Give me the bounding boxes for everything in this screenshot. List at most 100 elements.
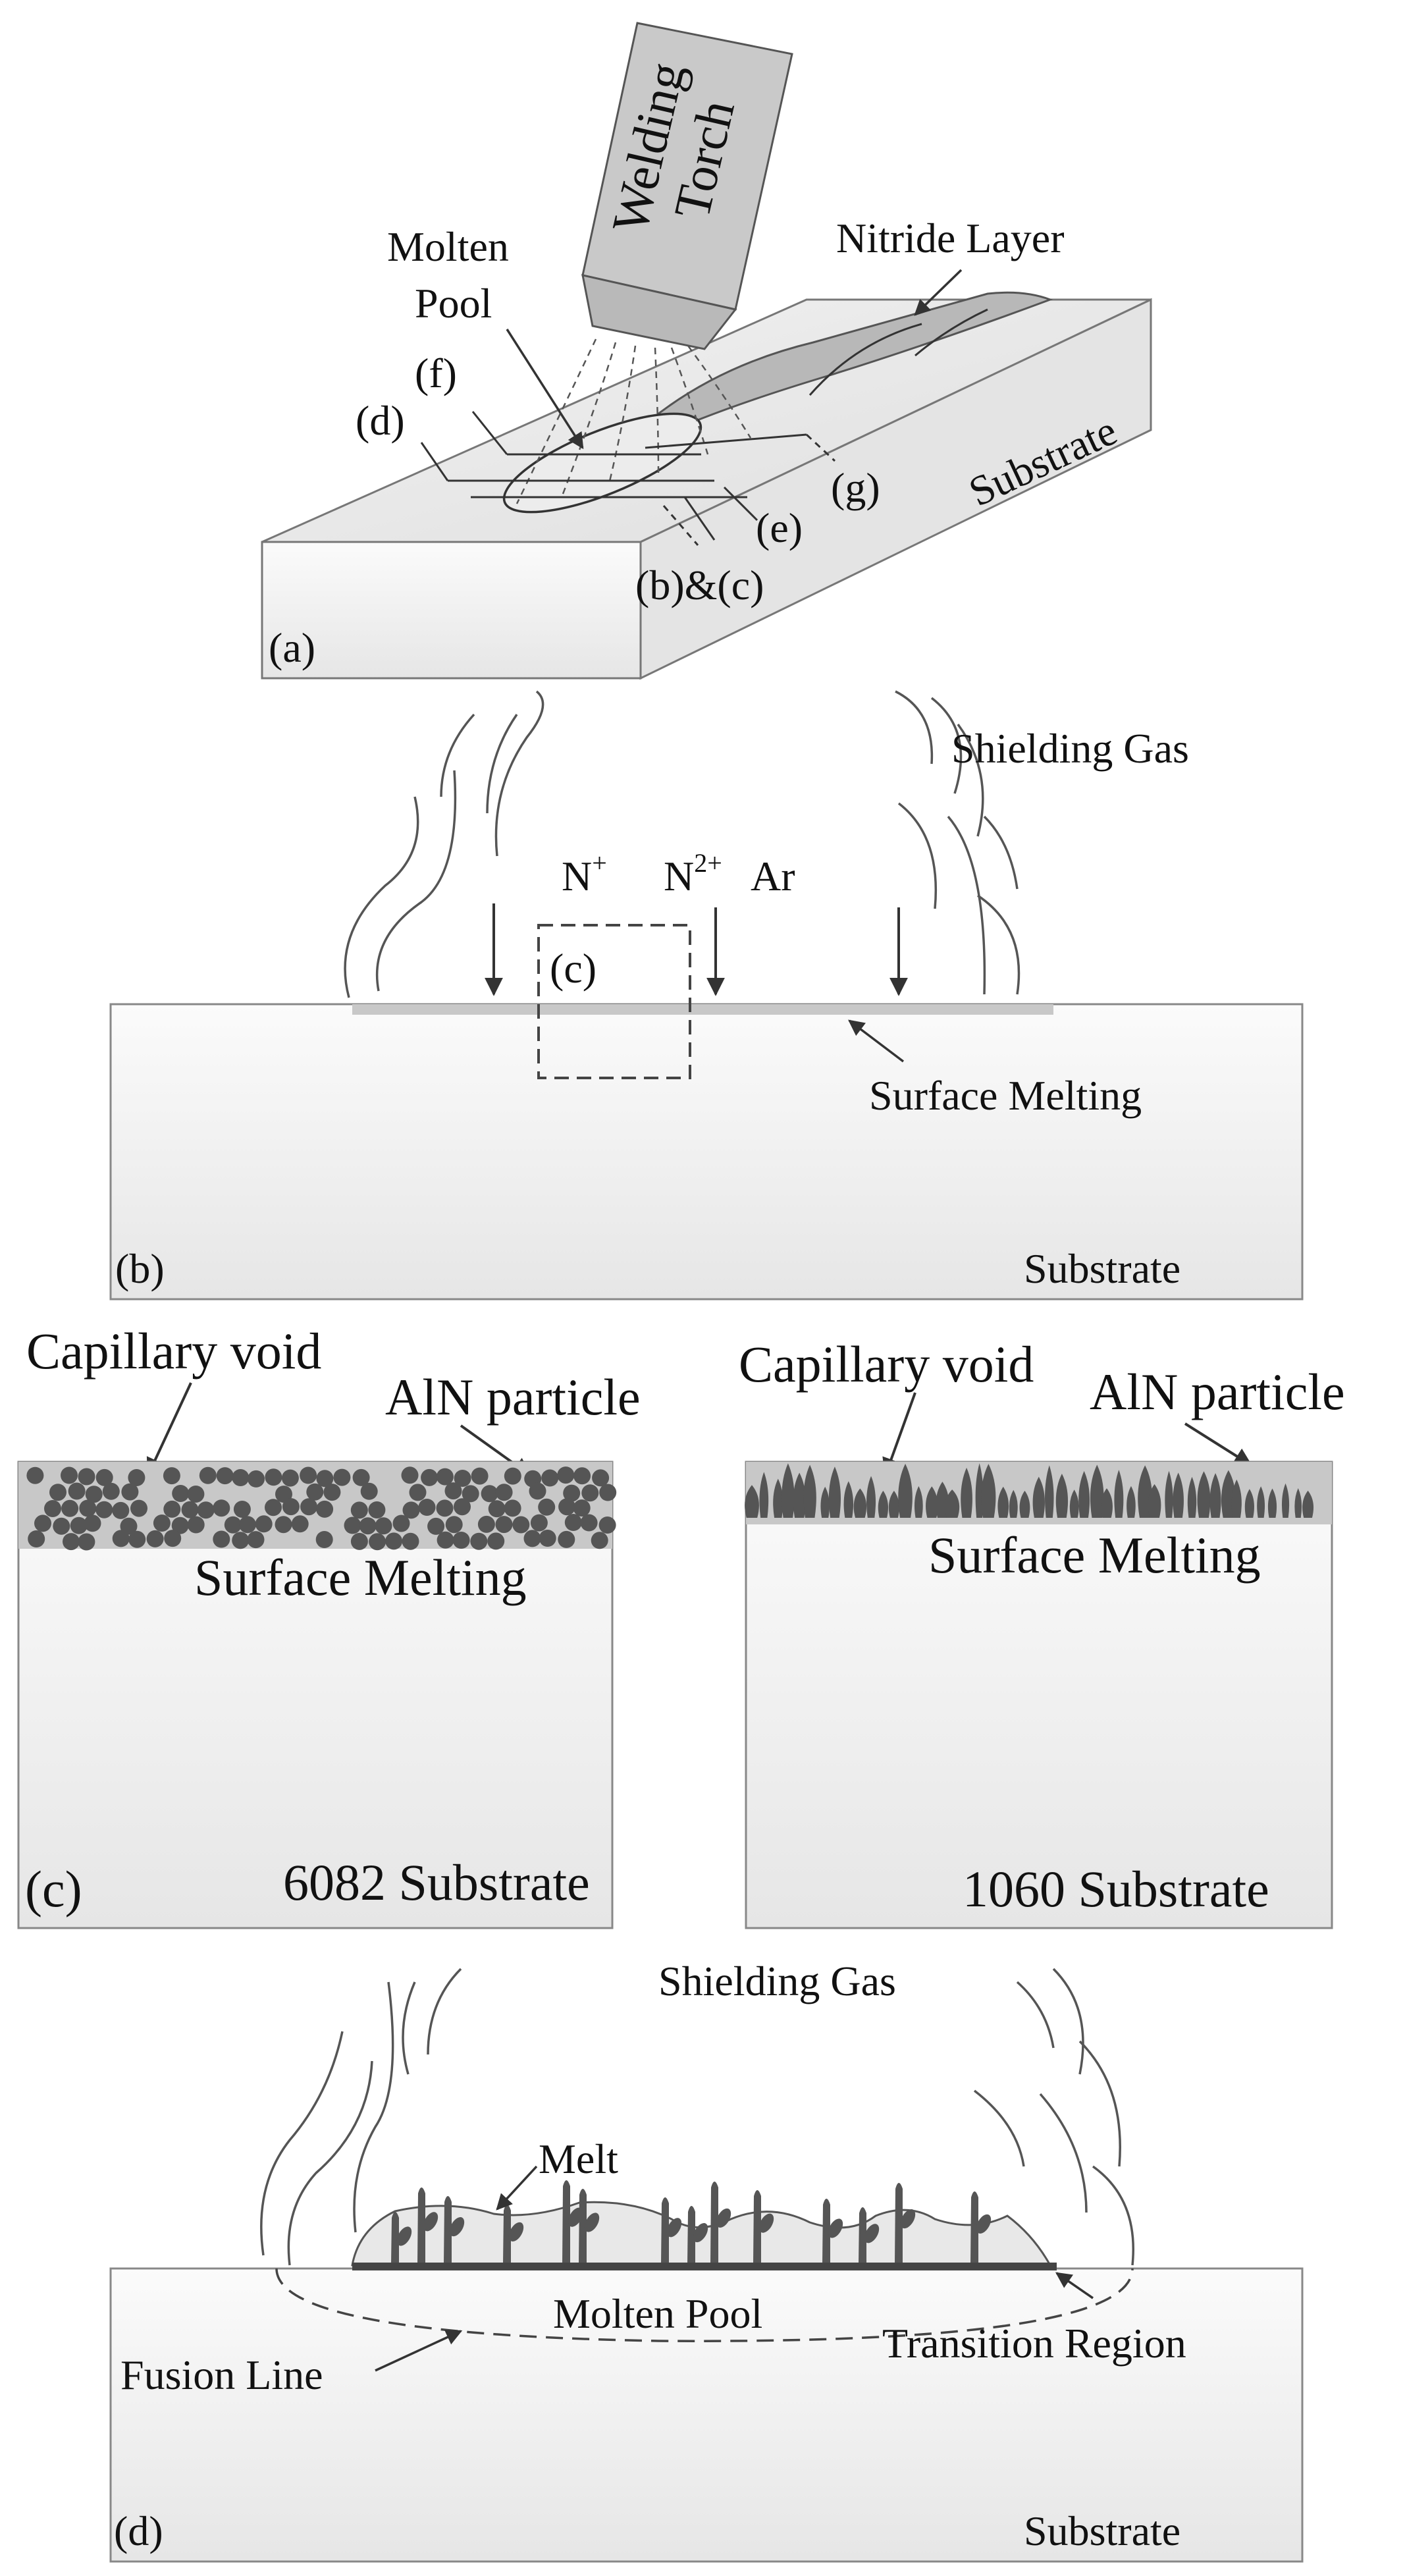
aln-dendrite xyxy=(1267,1488,1277,1518)
aln-particle xyxy=(504,1467,521,1485)
aln-dendrite xyxy=(898,1463,913,1518)
fusion-line-arrow xyxy=(375,2330,463,2372)
melt-dendrite xyxy=(579,2189,587,2264)
aln-dendrite xyxy=(843,1481,854,1518)
aln-particle xyxy=(401,1466,419,1484)
aln-dendrite xyxy=(1197,1471,1211,1518)
aln-dendrite xyxy=(853,1488,867,1518)
aln-particle xyxy=(85,1486,103,1503)
molten-pool-label-line2: Pool xyxy=(415,280,492,327)
panel-c-right: Capillary void AlN particle Surface Melt… xyxy=(739,1335,1345,1929)
aln-particle xyxy=(121,1483,139,1501)
panel-a: Welding Torch Nitride Layer Molten Pool … xyxy=(261,22,1152,680)
surface-melting-arrow-b xyxy=(848,1019,905,1063)
aln-particle xyxy=(146,1530,164,1547)
nitride-layer-strip xyxy=(646,291,1053,429)
aln-dendrite xyxy=(1231,1479,1242,1518)
aln-particle xyxy=(454,1470,471,1487)
melt-dendrite-branch xyxy=(449,2217,465,2237)
transition-region-arrow xyxy=(1055,2272,1094,2299)
aln-particle xyxy=(79,1499,97,1517)
aln-particle xyxy=(598,1516,616,1534)
aln-particle xyxy=(44,1500,61,1517)
melt-dendrite-branch xyxy=(568,2207,583,2227)
substrate-box-b xyxy=(109,1003,1304,1301)
panel-c-left: Capillary void AlN particle Surface Melt… xyxy=(17,1322,641,1929)
inset-box-c xyxy=(537,924,691,1079)
panel-d: Shielding Gas Melt Molten Pool Transitio… xyxy=(109,1958,1304,2563)
aln-particle xyxy=(164,1530,182,1547)
panel-a-tag: (a) xyxy=(269,624,315,671)
aln-particle xyxy=(333,1468,351,1486)
aln-dendrite xyxy=(1127,1486,1136,1518)
melt-dendrite-branch xyxy=(666,2218,682,2238)
aln-particle xyxy=(488,1500,506,1518)
aln-particle xyxy=(300,1498,318,1516)
aln-dendrite xyxy=(975,1463,984,1518)
aln-particle xyxy=(68,1482,86,1500)
melt-dendrite-branch xyxy=(716,2208,731,2228)
aln-particle xyxy=(437,1531,454,1549)
aln-particle xyxy=(487,1532,505,1550)
shielding-gas-label-b: Shielding Gas xyxy=(951,725,1189,772)
aln-dendrite xyxy=(1009,1489,1018,1518)
aln-particle xyxy=(470,1532,488,1550)
aln-particle xyxy=(573,1499,591,1517)
aln-particle xyxy=(53,1517,70,1535)
aln-particle xyxy=(163,1467,180,1485)
aln-particle xyxy=(315,1531,333,1548)
aln-particle xyxy=(350,1501,368,1519)
ion-n-plus: N+ xyxy=(562,848,607,899)
transition-region-line xyxy=(352,2263,1057,2270)
aln-dendrites-1060 xyxy=(745,1463,1314,1518)
aln-dendrite xyxy=(1302,1490,1314,1518)
melt-dendrite xyxy=(859,2207,866,2264)
melt-dendrite xyxy=(562,2180,570,2264)
molten-pool-label-line1: Molten xyxy=(387,223,509,270)
aln-dendrite xyxy=(1148,1484,1161,1518)
aln-particle xyxy=(102,1482,120,1500)
aln-particle xyxy=(563,1484,581,1502)
capillary-void-arrow-left xyxy=(146,1382,192,1477)
aln-particle xyxy=(558,1498,576,1516)
aln-particle xyxy=(368,1501,386,1518)
aln-dendrite xyxy=(961,1467,972,1518)
welding-torch xyxy=(581,22,793,350)
aln-dendrite xyxy=(759,1472,769,1518)
aln-dendrite xyxy=(1165,1470,1173,1518)
aln-particle xyxy=(197,1501,215,1519)
aln-particle xyxy=(392,1515,410,1532)
aln-particle xyxy=(359,1517,377,1535)
aln-particle xyxy=(187,1486,205,1503)
surface-melting-label-1060: Surface Melting xyxy=(928,1526,1261,1584)
melt-dendrite-branch xyxy=(976,2214,992,2234)
aln-dendrite xyxy=(926,1486,938,1518)
marker-f: (f) xyxy=(415,350,457,396)
aln-particle xyxy=(580,1514,598,1532)
aln-particle xyxy=(172,1485,190,1502)
substrate-box-1060 xyxy=(745,1461,1333,1929)
aln-particle xyxy=(316,1500,334,1518)
aln-particle xyxy=(352,1468,370,1486)
aln-particle xyxy=(477,1515,495,1533)
aln-particle xyxy=(112,1501,130,1519)
panel-c-tag: (c) xyxy=(25,1860,82,1918)
melt-dendrite xyxy=(687,2206,695,2264)
aln-dendrite xyxy=(1069,1489,1079,1518)
substrate-label-1060: 1060 Substrate xyxy=(963,1860,1269,1918)
aln-particle xyxy=(70,1516,88,1534)
section-lines xyxy=(420,411,836,546)
molten-pool-label-d: Molten Pool xyxy=(553,2290,762,2337)
block-right-face xyxy=(639,298,1152,680)
melt-dendrite-branch xyxy=(423,2212,438,2232)
aln-particle xyxy=(512,1516,530,1534)
aln-particle xyxy=(375,1517,392,1535)
aln-particle xyxy=(316,1470,334,1488)
aln-particle xyxy=(130,1499,147,1517)
aln-particle xyxy=(239,1516,256,1534)
aln-dendrite xyxy=(1114,1470,1124,1518)
melt-dendrite xyxy=(444,2196,452,2264)
marker-b-c: (b)&(c) xyxy=(635,562,764,608)
melt-dendrites xyxy=(391,2180,992,2264)
aln-particle xyxy=(163,1500,181,1518)
